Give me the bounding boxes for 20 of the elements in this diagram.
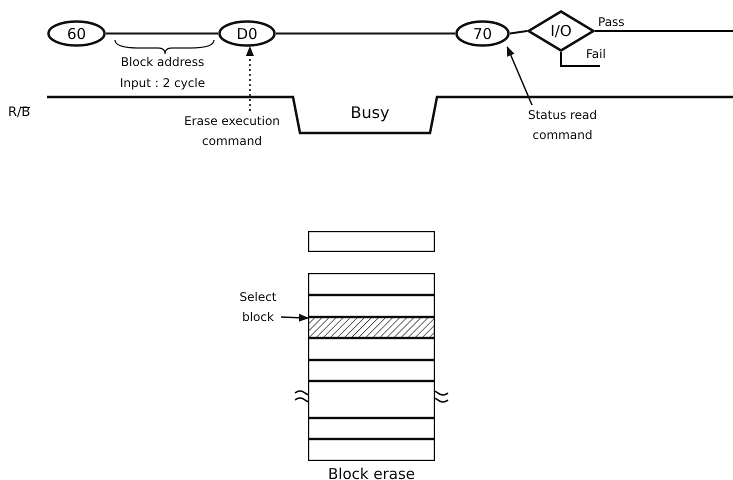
signal-line	[510, 30, 528, 34]
signal-line	[595, 30, 733, 32]
leader-arrow	[506, 46, 533, 106]
annotation-text: Status read command	[505, 105, 620, 145]
leader-arrow	[246, 46, 254, 111]
annotation-text: Block address Input : 2 cycle	[118, 54, 206, 92]
signal-line	[276, 32, 455, 34]
edge-label: Fail	[586, 46, 606, 63]
command-code: D0	[236, 24, 258, 42]
caption-text: Block erase	[327, 464, 416, 480]
command-code: I/O	[550, 22, 572, 40]
annotation-text: Select block	[235, 287, 281, 327]
state-label: Busy	[350, 102, 390, 124]
edge-label: Pass	[598, 14, 625, 31]
command-code: 70	[472, 24, 492, 42]
signal-line	[560, 52, 600, 67]
annotation-text: Erase execution command	[170, 111, 294, 151]
signal-line	[106, 32, 218, 34]
command-code: 60	[66, 24, 86, 42]
leader-arrow	[280, 314, 309, 322]
